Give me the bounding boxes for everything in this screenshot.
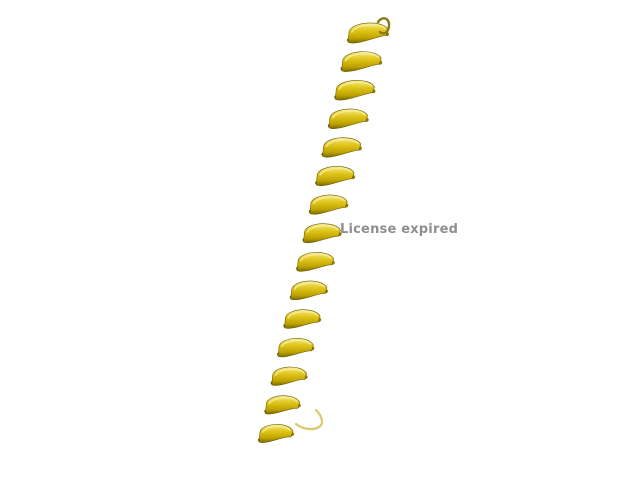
helix-turn-highlight bbox=[344, 52, 380, 62]
helix-turn-highlight bbox=[306, 224, 339, 233]
helix-turn-highlight bbox=[262, 425, 291, 433]
helix-turn-highlight bbox=[313, 196, 346, 205]
helix-turn bbox=[328, 108, 368, 129]
helix-turn bbox=[322, 137, 362, 158]
license-watermark: License expired bbox=[340, 222, 459, 237]
helix-turn-highlight bbox=[332, 110, 366, 119]
helix-turn-highlight bbox=[287, 310, 318, 319]
helix-turn-highlight bbox=[325, 138, 359, 148]
helix-turn-highlight bbox=[268, 396, 298, 405]
helix-turn bbox=[341, 51, 382, 72]
helix-turn bbox=[334, 80, 375, 101]
alpha-helix bbox=[258, 22, 389, 443]
helix-turn-highlight bbox=[338, 81, 373, 90]
n-terminal-loop bbox=[376, 17, 391, 35]
helix-turn-highlight bbox=[351, 24, 386, 33]
helix-turn-highlight bbox=[281, 339, 312, 348]
c-terminal-loop bbox=[294, 408, 324, 431]
helix-turn bbox=[347, 22, 389, 44]
helix-turn bbox=[315, 166, 355, 186]
helix-turn-highlight bbox=[300, 253, 332, 262]
helix-turn-highlight bbox=[274, 368, 305, 376]
helix-turn-highlight bbox=[319, 167, 352, 176]
helix-turn-highlight bbox=[293, 282, 325, 290]
